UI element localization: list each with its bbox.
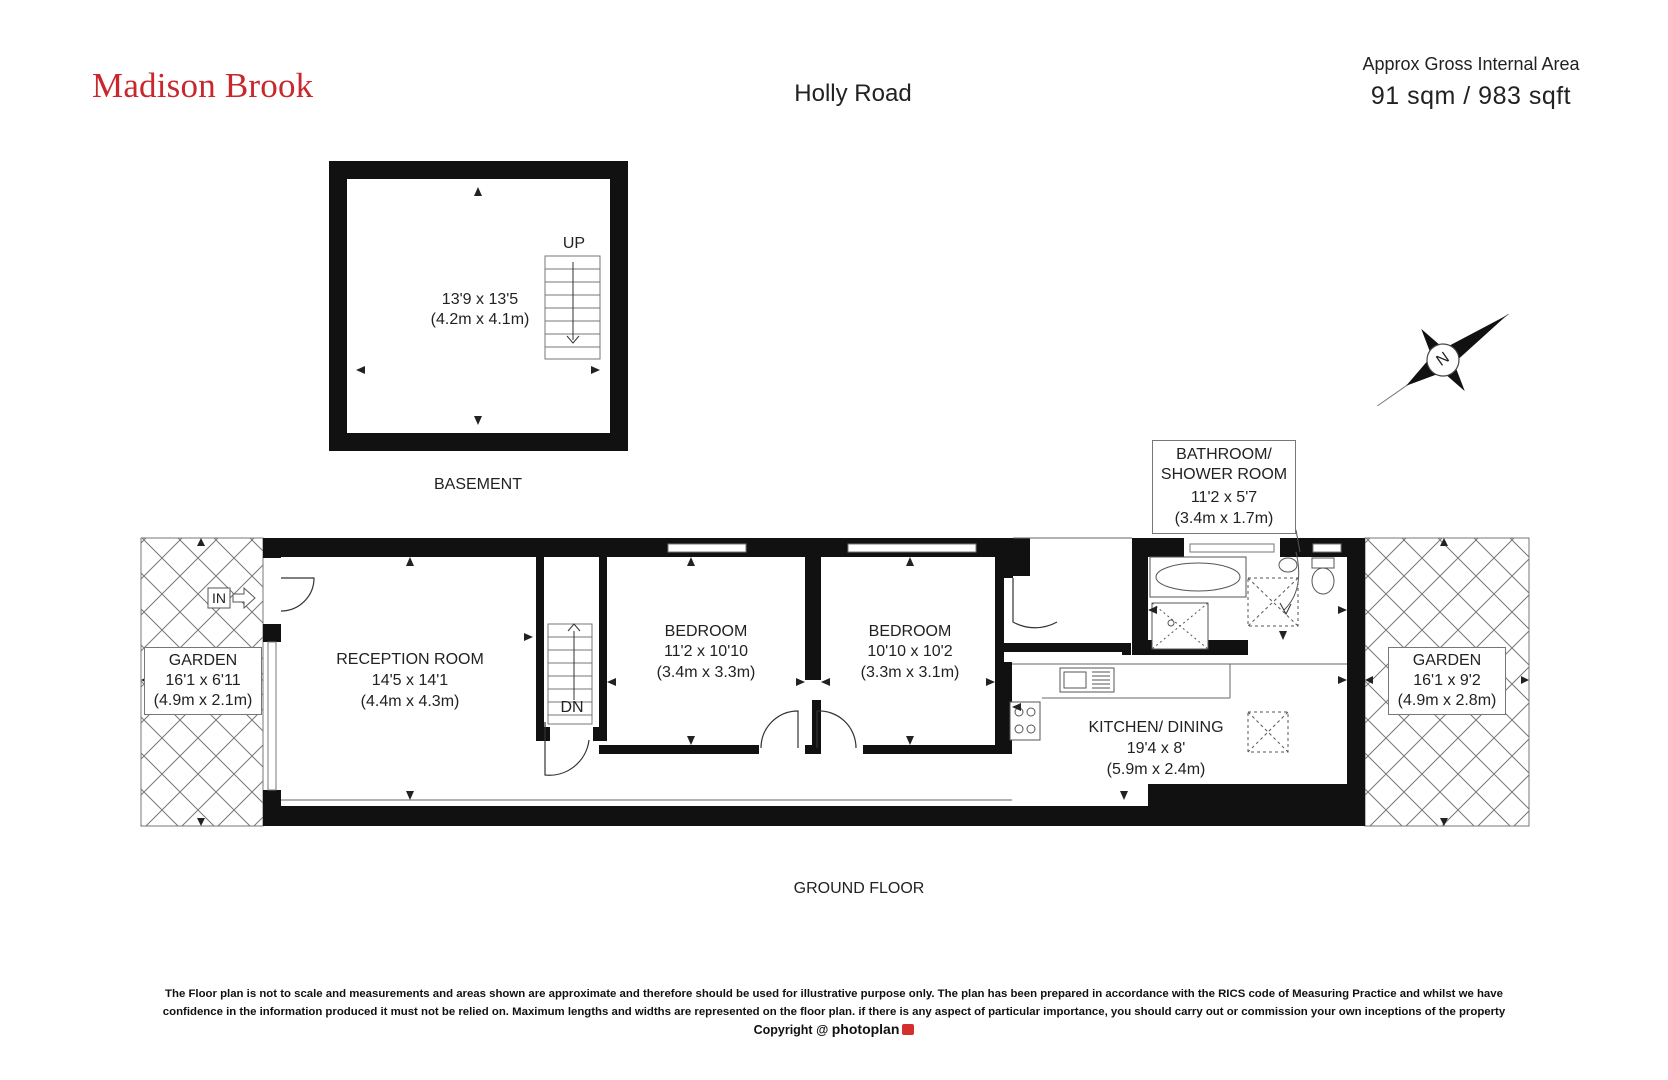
bedroom-1-name: BEDROOM — [664, 623, 748, 640]
camera-icon — [902, 1024, 915, 1035]
disclaimer-line-2: confidence in the information produced i… — [162, 1006, 1506, 1018]
window — [1312, 543, 1342, 553]
rear-garden-dims-imperial: 16'1 x 9'2 — [1413, 672, 1481, 689]
ground-floor-plan — [140, 529, 1530, 827]
basement-stairs — [544, 255, 601, 360]
front-garden-label-box: GARDEN 16'1 x 6'11 (4.9m x 2.1m) — [144, 647, 262, 715]
area-label: Approx Gross Internal Area — [1362, 54, 1580, 74]
window — [847, 543, 977, 553]
basement-floor-label: BASEMENT — [433, 476, 522, 493]
window — [667, 543, 747, 553]
rear-garden-label-box: GARDEN 16'1 x 9'2 (4.9m x 2.8m) — [1388, 647, 1506, 715]
internal-walls — [536, 555, 1131, 754]
bathroom-fittings — [1149, 529, 1335, 650]
outer-walls — [263, 538, 1365, 826]
front-garden-dims-imperial: 16'1 x 6'11 — [165, 672, 241, 689]
bedroom-2-dims-imperial: 10'10 x 10'2 — [867, 643, 953, 660]
reception-room-dims-metric: (4.4m x 4.3m) — [360, 693, 460, 710]
ground-stair-down-label: DN — [560, 699, 584, 716]
entrance-marker — [207, 586, 256, 610]
front-garden-name: GARDEN — [168, 652, 238, 669]
area-value: 91 sqm / 983 sqft — [1370, 82, 1572, 110]
bedroom-1-dims-imperial: 11'2 x 10'10 — [663, 643, 749, 660]
basement-plan — [329, 161, 628, 451]
photoplan-brand: photoplan — [831, 1021, 900, 1037]
front-garden-dims-metric: (4.9m x 2.1m) — [153, 692, 253, 709]
reception-room-name: RECEPTION ROOM — [336, 651, 484, 668]
rear-garden-name: GARDEN — [1412, 652, 1482, 669]
copyright: Copyright @ photoplan — [80, 1021, 1588, 1037]
basement-dimension-arrows — [356, 187, 600, 425]
rear-garden-dims-metric: (4.9m x 2.8m) — [1397, 692, 1497, 709]
kitchen-dims-metric: (5.9m x 2.4m) — [1106, 761, 1206, 778]
bathroom-dims-imperial: 11'2 x 5'7 — [1190, 489, 1258, 506]
bathroom-label-box: BATHROOM/ SHOWER ROOM 11'2 x 5'7 (3.4m x… — [1152, 440, 1296, 534]
door-swings — [280, 577, 1058, 776]
bathroom-name-line1: BATHROOM/ — [1176, 446, 1272, 463]
basement-walls — [329, 161, 628, 451]
ground-floor-label: GROUND FLOOR — [793, 880, 925, 897]
kitchen-name: KITCHEN/ DINING — [1088, 719, 1224, 736]
reception-room-dims-imperial: 14'5 x 14'1 — [371, 672, 449, 689]
basement-room-dims-metric: (4.2m x 4.1m) — [430, 311, 530, 328]
bathroom-dims-metric: (3.4m x 1.7m) — [1174, 510, 1274, 527]
thin-lines — [281, 537, 1347, 801]
bedroom-2-name: BEDROOM — [868, 623, 952, 640]
ground-stairs — [547, 623, 593, 725]
bathroom-name-line2: SHOWER ROOM — [1160, 466, 1288, 483]
basement-room-dims-imperial: 13'9 x 13'5 — [441, 291, 519, 308]
compass-rose — [1377, 313, 1509, 407]
bedroom-2-dims-metric: (3.3m x 3.1m) — [860, 664, 960, 681]
copyright-prefix: Copyright @ — [753, 1023, 829, 1037]
disclaimer: The Floor plan is not to scale and measu… — [80, 985, 1588, 1021]
disclaimer-line-1: The Floor plan is not to scale and measu… — [165, 988, 1503, 1000]
window — [1189, 543, 1275, 553]
front-window — [267, 641, 277, 791]
entrance-in-label: IN — [212, 590, 226, 606]
brand-logo: Madison Brook — [92, 66, 314, 105]
kitchen-dims-imperial: 19'4 x 8' — [1126, 740, 1186, 757]
page-title: Holly Road — [794, 80, 912, 107]
basement-stair-up-label: UP — [562, 235, 586, 252]
bedroom-1-dims-metric: (3.4m x 3.3m) — [656, 664, 756, 681]
